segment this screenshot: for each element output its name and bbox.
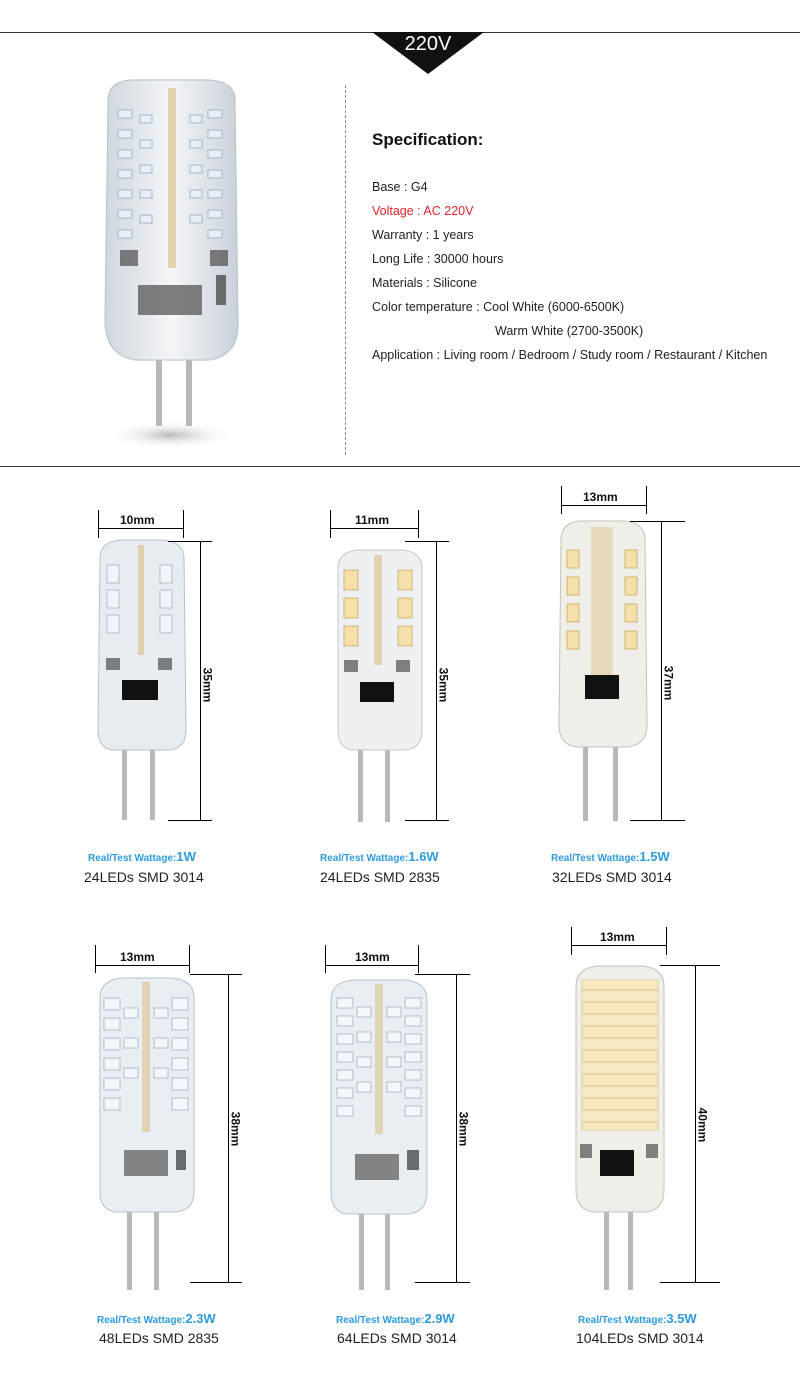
height-tick-top-5	[415, 974, 470, 975]
width-label-2: 11mm	[355, 513, 390, 527]
hero-bulb-image	[104, 79, 239, 449]
voltage-tab	[372, 32, 484, 74]
wattage-label-1: Real/Test Wattage:	[88, 853, 177, 864]
wattage-label-3: Real/Test Wattage:	[551, 853, 640, 864]
spec-title: Specification:	[372, 130, 484, 149]
width-tick-left-1	[98, 510, 99, 538]
bulb-image-2	[337, 549, 423, 822]
width-tick-right-6	[666, 927, 667, 955]
bulb-image-6	[575, 965, 665, 1290]
wattage-5: Real/Test Wattage:2.9W	[336, 1311, 455, 1326]
width-line-4	[95, 965, 190, 966]
spec-voltage: Voltage : AC 220V	[372, 204, 474, 218]
spec-materials: Materials : Silicone	[372, 276, 477, 290]
wattage-value-2: 1.6W	[408, 849, 439, 864]
spec-color-temp: Color temperature : Cool White (6000-650…	[372, 300, 625, 314]
height-tick-bottom-5	[415, 1282, 470, 1283]
height-tick-bottom-4	[190, 1282, 242, 1283]
height-line-5	[456, 974, 457, 1282]
width-tick-right-5	[418, 945, 419, 973]
wattage-label-5: Real/Test Wattage:	[336, 1315, 425, 1326]
wattage-value-6: 3.5W	[666, 1311, 697, 1326]
wattage-label-4: Real/Test Wattage:	[97, 1315, 186, 1326]
height-tick-top-1	[168, 541, 212, 542]
height-label-4: 38mm	[228, 1111, 243, 1147]
height-tick-bottom-2	[405, 820, 449, 821]
width-label-6: 13mm	[600, 930, 635, 944]
led-spec-2: 24LEDs SMD 2835	[320, 869, 440, 885]
wattage-label-6: Real/Test Wattage:	[578, 1315, 667, 1326]
width-line-6	[571, 945, 667, 946]
height-line-1	[200, 541, 201, 820]
wattage-value-5: 2.9W	[424, 1311, 455, 1326]
width-line-5	[325, 965, 419, 966]
wattage-value-1: 1W	[176, 849, 196, 864]
height-tick-top-2	[405, 541, 449, 542]
height-tick-bottom-6	[660, 1282, 720, 1283]
section-divider	[0, 466, 800, 467]
led-spec-6: 104LEDs SMD 3014	[576, 1330, 704, 1346]
vertical-divider	[345, 85, 346, 455]
width-tick-left-2	[330, 510, 331, 538]
wattage-2: Real/Test Wattage:1.6W	[320, 849, 439, 864]
led-spec-4: 48LEDs SMD 2835	[99, 1330, 219, 1346]
width-line-3	[561, 505, 647, 506]
width-tick-left-6	[571, 927, 572, 955]
width-label-3: 13mm	[583, 490, 618, 504]
width-label-5: 13mm	[355, 950, 390, 964]
width-label-4: 13mm	[120, 950, 155, 964]
bulb-image-1	[97, 539, 187, 820]
wattage-value-4: 2.3W	[185, 1311, 216, 1326]
height-tick-bottom-3	[630, 820, 685, 821]
height-tick-top-6	[660, 965, 720, 966]
wattage-4: Real/Test Wattage:2.3W	[97, 1311, 216, 1326]
height-label-6: 40mm	[695, 1107, 710, 1143]
height-label-5: 38mm	[456, 1111, 471, 1147]
height-label-1: 35mm	[200, 667, 215, 703]
width-tick-right-1	[183, 510, 184, 538]
width-line-1	[98, 528, 184, 529]
wattage-value-3: 1.5W	[639, 849, 670, 864]
wattage-6: Real/Test Wattage:3.5W	[578, 1311, 697, 1326]
height-line-4	[228, 974, 229, 1282]
height-label-3: 37mm	[661, 665, 676, 701]
spec-application: Application : Living room / Bedroom / St…	[372, 348, 768, 362]
width-tick-left-4	[95, 945, 96, 973]
width-tick-right-2	[418, 510, 419, 538]
height-tick-bottom-1	[168, 820, 212, 821]
width-line-2	[330, 528, 419, 529]
height-label-2: 35mm	[436, 667, 451, 703]
bulb-image-4	[99, 977, 195, 1290]
height-tick-top-3	[630, 521, 685, 522]
width-tick-left-5	[325, 945, 326, 973]
led-spec-1: 24LEDs SMD 3014	[84, 869, 204, 885]
height-line-2	[436, 541, 437, 820]
width-tick-right-3	[646, 486, 647, 514]
height-tick-top-4	[190, 974, 242, 975]
spec-base: Base : G4	[372, 180, 428, 194]
wattage-label-2: Real/Test Wattage:	[320, 853, 409, 864]
wattage-1: Real/Test Wattage:1W	[88, 849, 196, 864]
bulb-image-3	[558, 520, 648, 821]
led-spec-3: 32LEDs SMD 3014	[552, 869, 672, 885]
height-line-3	[661, 521, 662, 820]
bulb-image-5	[330, 979, 428, 1290]
spec-color-temp-warm: Warm White (2700-3500K)	[495, 324, 644, 338]
width-tick-right-4	[189, 945, 190, 973]
led-spec-5: 64LEDs SMD 3014	[337, 1330, 457, 1346]
voltage-tab-label: 220V	[404, 33, 452, 55]
wattage-3: Real/Test Wattage:1.5W	[551, 849, 670, 864]
spec-warranty: Warranty : 1 years	[372, 228, 474, 242]
width-label-1: 10mm	[120, 513, 155, 527]
width-tick-left-3	[561, 486, 562, 514]
spec-long-life: Long Life : 30000 hours	[372, 252, 504, 266]
height-line-6	[695, 965, 696, 1282]
